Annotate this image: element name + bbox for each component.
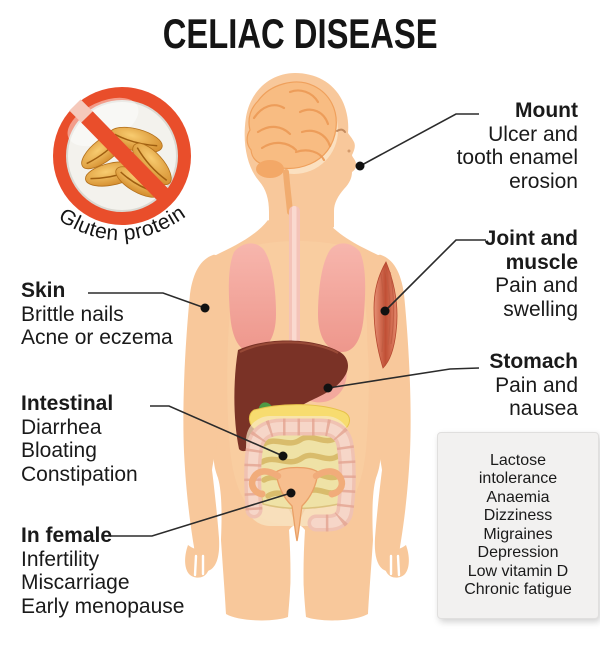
leader-line-mouth — [359, 113, 479, 167]
symptom-item: Low vitamin D — [467, 562, 569, 580]
callout-detail-line: Bloating — [21, 439, 97, 462]
callout-detail-line: Diarrhea — [21, 415, 102, 439]
callout-title-line: Skin — [21, 279, 66, 302]
callout-detail-line: Acne or eczema — [21, 326, 173, 349]
symptom-item: Chronic fatigue — [464, 581, 572, 598]
symptom-item: Anaemia — [486, 488, 550, 506]
marker-dot-intestinal — [278, 451, 288, 461]
callout-detail-line: Brittle nails — [21, 302, 124, 326]
leader-lines — [88, 113, 486, 537]
marker-dot-joint — [380, 306, 390, 316]
callout-skin-title: Skin — [21, 279, 173, 303]
leader-line-female — [110, 492, 292, 537]
callout-mouth-title: Mount — [457, 99, 578, 123]
callout-title-line: Joint and — [484, 227, 578, 250]
callout-title-line: Stomach — [489, 350, 578, 373]
leader-line-joint — [384, 239, 486, 312]
callout-detail-line: Pain and — [495, 274, 578, 297]
page-title-text: CELIAC DISEASE — [162, 10, 438, 57]
callout-title-line: muscle — [505, 250, 578, 274]
callout-detail-line: swelling — [503, 297, 578, 321]
leader-line-skin — [88, 292, 206, 309]
callout-intestinal-title: Intestinal — [21, 392, 138, 416]
right-lung — [318, 243, 366, 353]
marker-dot-mouth — [355, 161, 365, 171]
brain-stem — [283, 169, 293, 215]
large-intestine — [244, 418, 356, 532]
symptom-item: Lactose intolerance — [478, 451, 558, 488]
page-title: CELIAC DISEASE — [0, 10, 600, 58]
callout-detail-line: Early menopause — [21, 594, 185, 618]
left-hand — [185, 545, 213, 578]
symptom-item: Dizziness — [483, 507, 553, 524]
finger-gaps — [193, 554, 401, 577]
callout-detail-line: tooth enamel — [456, 146, 578, 169]
esophagus-highlight — [292, 206, 297, 348]
callout-detail-line: erosion — [509, 169, 578, 193]
symptom-item: Migraines — [483, 525, 553, 543]
callout-detail-line: Constipation — [21, 462, 138, 486]
leg-gap — [289, 524, 305, 618]
left-arm — [183, 254, 227, 571]
leader-line-intestinal — [150, 405, 284, 457]
callout-title-line: In female — [21, 524, 113, 547]
organs — [228, 206, 398, 542]
right-hand — [381, 545, 409, 578]
prohibition-slash-tip — [69, 99, 95, 125]
callout-in-female-title: In female — [21, 524, 184, 548]
uterus — [248, 466, 346, 542]
eye — [336, 128, 346, 133]
leader-line-stomach — [327, 367, 480, 389]
marker-dot-skin — [200, 303, 210, 313]
liver-edge — [239, 341, 339, 354]
cerebellum — [256, 160, 284, 178]
gluten-badge: Gluten protein — [53, 87, 191, 245]
callout-detail-line: Miscarriage — [21, 571, 130, 594]
callout-detail-line: Pain and — [495, 373, 578, 397]
nostril — [347, 149, 351, 153]
callout-detail-line: Ulcer and — [488, 122, 578, 146]
callout-detail-line: nausea — [509, 397, 578, 420]
prohibition-slash — [81, 111, 177, 209]
leader-dots — [200, 161, 390, 498]
callout-title-line: Intestinal — [21, 392, 114, 415]
callout-title-line: Mount — [515, 99, 578, 122]
marker-dot-stomach — [323, 383, 333, 393]
symptom-item: Depression — [477, 544, 559, 561]
callout-stomach-title: Stomach — [489, 350, 578, 374]
callout-detail-line: Infertility — [21, 547, 100, 571]
left-lung — [228, 243, 276, 353]
marker-dot-female — [286, 488, 296, 498]
